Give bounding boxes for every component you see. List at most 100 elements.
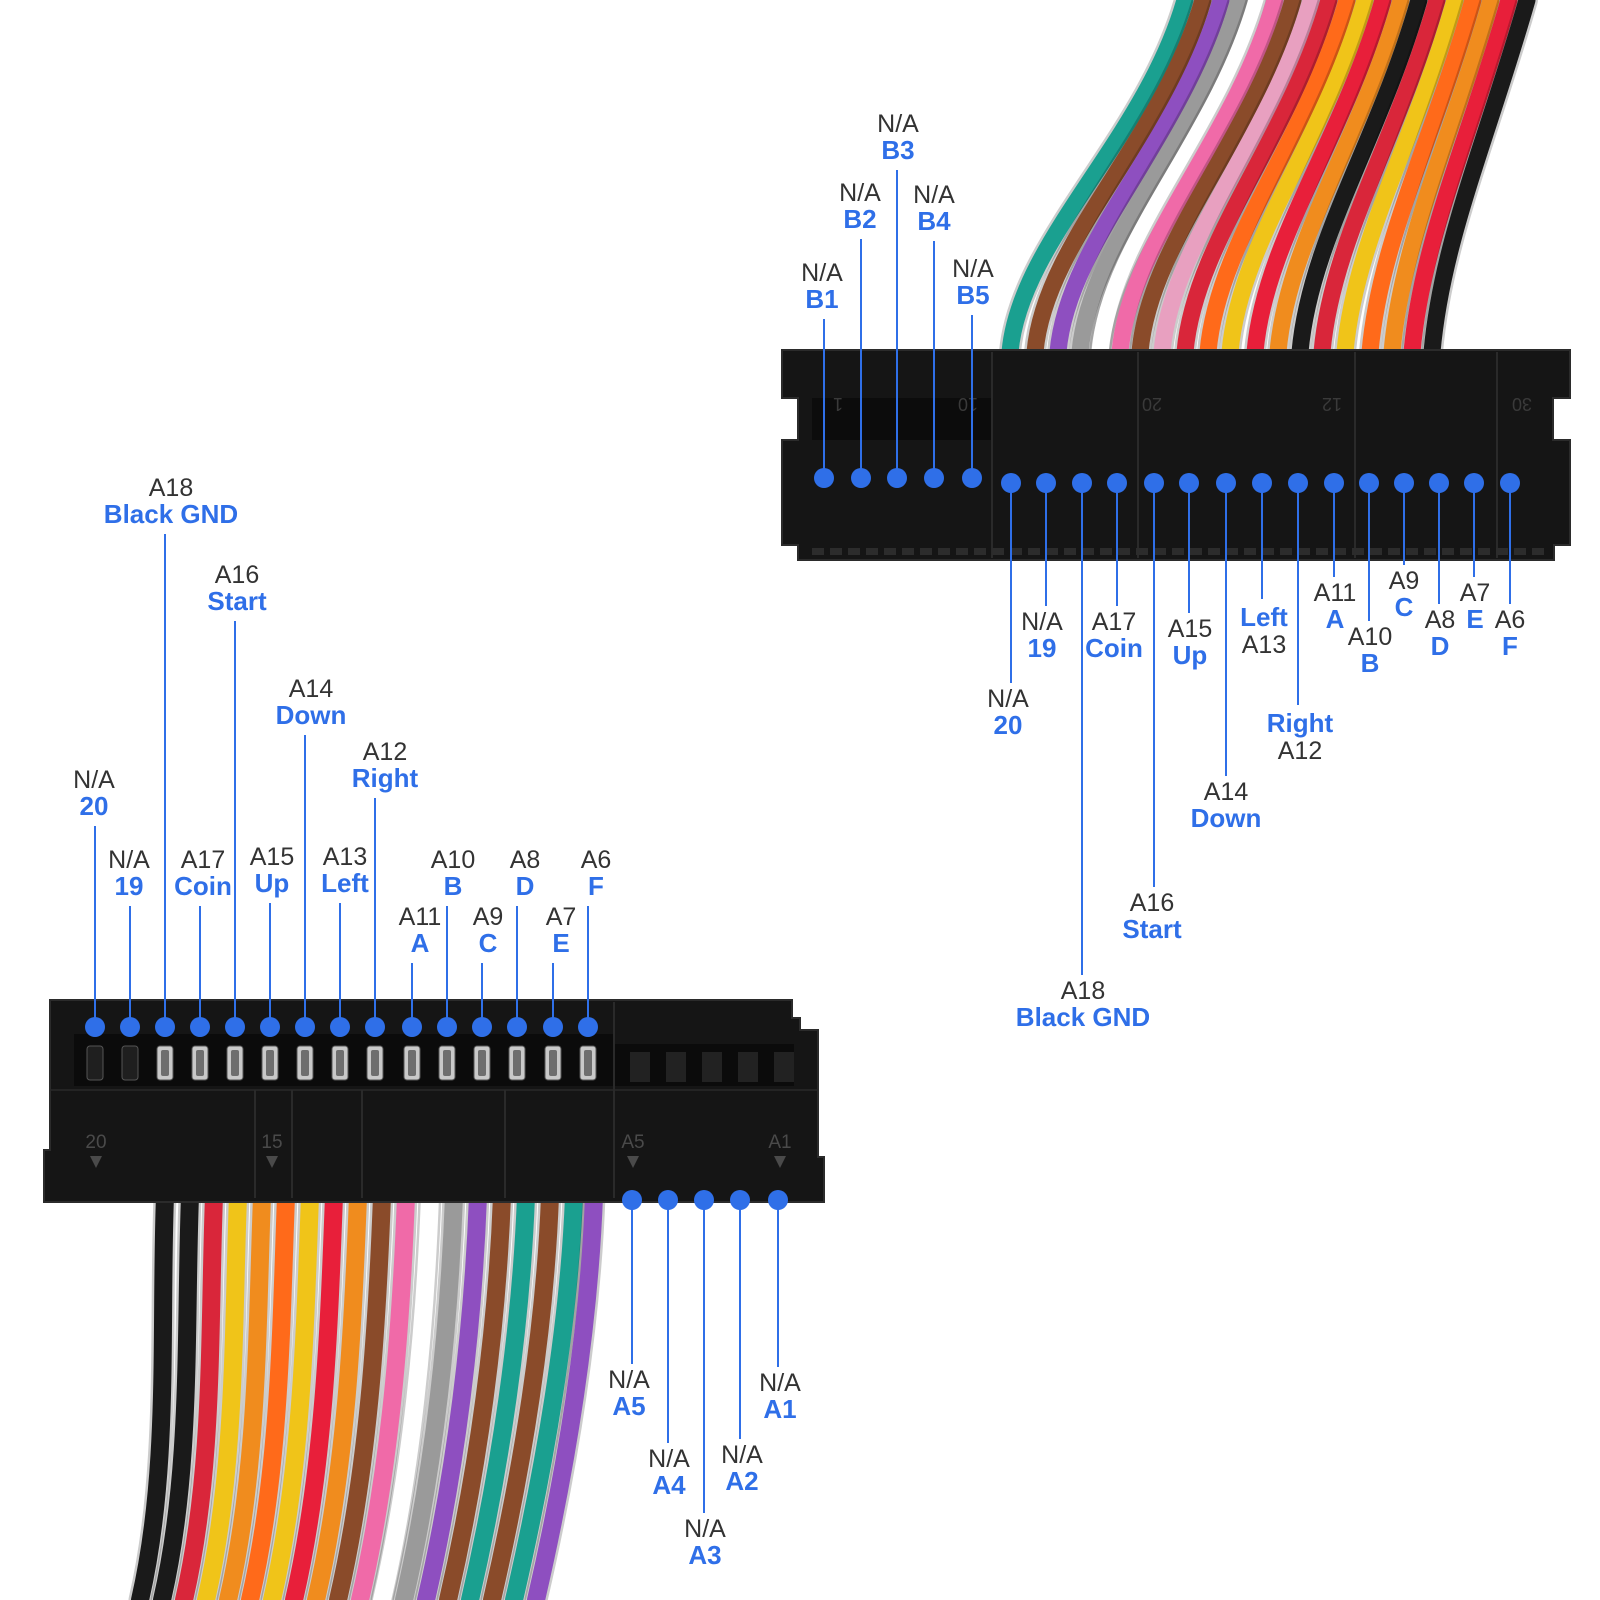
housing-groove <box>1226 548 1238 555</box>
pin-name-label: A5 <box>612 1391 645 1421</box>
pin-contact-socket <box>336 1050 344 1076</box>
pin-name-label: Left <box>321 868 369 898</box>
pin-code-label: A17 <box>1092 608 1136 636</box>
pin-dot <box>507 1017 527 1037</box>
pin-dot <box>694 1190 714 1210</box>
pin-dot <box>120 1017 140 1037</box>
pin-dot <box>1252 473 1272 493</box>
pin-code-label: A12 <box>363 738 407 766</box>
pin-dot <box>658 1190 678 1210</box>
pin-contact-socket <box>478 1050 486 1076</box>
pin-name-label: B <box>1361 648 1380 678</box>
pin-dot <box>85 1017 105 1037</box>
wire <box>439 1187 511 1600</box>
bottom-pin-19: N/A19 <box>108 846 150 1037</box>
pin-name-label: A <box>411 928 430 958</box>
pin-contact-socket <box>371 1050 379 1076</box>
pin-name-label: Right <box>1267 708 1334 738</box>
empty-slot <box>702 1052 722 1082</box>
molded-arrow-icon <box>266 1156 278 1168</box>
wire <box>1026 0 1212 361</box>
pin-contact-socket <box>266 1050 274 1076</box>
housing-groove <box>1118 548 1130 555</box>
wire <box>307 1187 367 1600</box>
pin-name-label: E <box>552 928 569 958</box>
pin-code-label: A15 <box>1168 615 1212 643</box>
wire <box>483 1187 559 1600</box>
pin-contact-socket <box>231 1050 239 1076</box>
pin-contact-socket <box>196 1050 204 1076</box>
pin-name-label: 20 <box>80 791 109 821</box>
housing-groove <box>884 548 896 555</box>
bottom-pin-a3: N/AA3 <box>684 1190 726 1570</box>
molded-arrow-icon <box>627 1156 639 1168</box>
wire <box>263 1187 319 1600</box>
housing-groove <box>1064 548 1076 555</box>
bottom-pin-f: A6F <box>578 846 611 1037</box>
pin-name-label: D <box>516 871 535 901</box>
housing-groove <box>1244 548 1256 555</box>
bottom-wire-bundle <box>128 1184 606 1600</box>
top-pin-20: N/A20 <box>987 473 1029 740</box>
pin-contact-socket <box>301 1050 309 1076</box>
pin-code-label: A18 <box>149 474 193 502</box>
pin-name-label: Left <box>1240 602 1288 632</box>
wire <box>527 1187 603 1600</box>
pin-code-label: N/A <box>608 1366 650 1394</box>
pin-dot <box>924 468 944 488</box>
pin-name-label: A4 <box>652 1470 686 1500</box>
housing-groove <box>992 548 1004 555</box>
pin-code-label: A12 <box>1278 737 1322 765</box>
wire <box>329 1187 391 1600</box>
housing-groove <box>812 548 824 555</box>
molded-number: 20 <box>85 1132 106 1153</box>
wire <box>1001 0 1194 361</box>
housing-groove <box>1352 548 1364 555</box>
pin-dot <box>768 1190 788 1210</box>
housing-groove <box>1172 548 1184 555</box>
pin-name-label: B <box>444 871 463 901</box>
top-connector-pins: N/AB1N/AB2N/AB3N/AB4N/AB5N/A20N/A19A18Bl… <box>801 110 1525 1032</box>
wire <box>1111 0 1284 361</box>
wire <box>175 1187 223 1600</box>
bottom-pin-20: N/A20 <box>73 766 115 1037</box>
wire <box>1361 0 1482 361</box>
pin-code-label: A6 <box>1495 606 1526 634</box>
housing-groove <box>1406 548 1418 555</box>
pin-code-label: A9 <box>1389 567 1420 595</box>
pin-code-label: A8 <box>510 846 541 874</box>
pin-code-label: N/A <box>801 259 843 287</box>
housing-groove <box>830 548 842 555</box>
wire <box>1131 0 1302 361</box>
pin-contact-socket <box>584 1050 592 1076</box>
pin-dot <box>1216 473 1236 493</box>
top-bottom-grooves <box>812 548 1544 555</box>
wire <box>1383 0 1500 361</box>
pin-dot <box>1107 473 1127 493</box>
pin-code-label: N/A <box>759 1369 801 1397</box>
pin-name-label: F <box>1502 631 1518 661</box>
pin-code-label: N/A <box>648 1445 690 1473</box>
wire <box>505 1187 583 1600</box>
molded-number: 15 <box>261 1132 282 1153</box>
pin-code-label: A16 <box>215 561 259 589</box>
pin-contact-socket <box>161 1050 169 1076</box>
housing-groove <box>1136 548 1148 555</box>
pin-dot <box>851 468 871 488</box>
housing-groove <box>1100 548 1112 555</box>
empty-slot <box>738 1052 758 1082</box>
pin-code-label: A6 <box>581 846 612 874</box>
housing-groove <box>920 548 932 555</box>
top-pin-b1: N/AB1 <box>801 259 843 488</box>
pin-code-label: A18 <box>1061 977 1105 1005</box>
molded-number: 12 <box>1322 394 1342 414</box>
pin-code-label: A7 <box>1460 579 1491 607</box>
top-pin-f: A6F <box>1495 473 1526 661</box>
top-pin-19: N/A19 <box>1021 473 1063 663</box>
